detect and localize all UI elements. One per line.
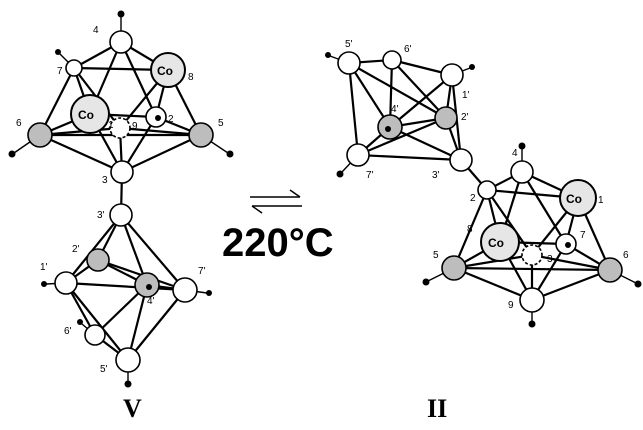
atom-label: 6' [404,44,412,55]
temperature-label: 220°C [222,221,334,265]
cobalt-label: Co [566,192,582,206]
cobalt-atom-1 [70,94,110,134]
cobalt-label: Co [488,236,504,250]
compound-label-v: V [123,394,142,423]
atom-label: 5' [100,364,108,375]
atom-6-prime [382,50,402,70]
hydrogen-atom [226,150,234,158]
atom-label: 1 [108,120,114,131]
atom-2-prime [86,248,110,272]
molecule-ii-labels: Co Co 5' 6' 1' 4' 2' 7' 3' 2 4 1 8 7 5 3… [345,39,629,311]
hydrogen-atom [634,280,642,288]
hydrogen-atom [8,150,16,158]
atom-6 [27,122,53,148]
hydrogen-atom [117,10,125,18]
atom-label: 3' [97,210,105,221]
equilibrium-arrows [250,189,302,214]
atom-label: 8 [188,72,194,83]
hydrogen-atom [325,52,331,58]
hydrogen-atom [41,281,47,287]
atom-7-prime [172,277,198,303]
atom-1-prime [54,271,78,295]
atom-label: 3 [102,175,108,186]
atom-9 [519,287,545,313]
hydrogen-atom [518,142,526,150]
atom-3-prime [109,203,133,227]
hydrogen-atom [336,170,344,178]
atom-2 [477,180,497,200]
atom-label: 2' [461,112,469,123]
cobalt-atom-8 [150,52,186,88]
atom-6 [597,257,623,283]
atom-label: 9 [132,121,138,132]
atom-label: 6 [16,118,22,129]
atom-4-prime-hydrogen [385,126,391,132]
atom-2-hydrogen [155,115,161,121]
atom-9 [109,117,131,139]
molecule-v-atoms [27,30,214,373]
atom-label: 6 [623,250,629,261]
cobalt-atom-8 [480,222,520,262]
molecule-v-labels: Co Co 4 7 8 1 9 2 6 5 3 3' 2' 1' 4' 7' 6… [16,25,224,375]
atom-label: 1' [462,90,470,101]
atom-label: 4 [93,25,99,36]
atom-5 [441,255,467,281]
molecule-ii-atoms [337,50,623,313]
atom-label: 5' [345,39,353,50]
atom-2-prime [434,106,458,130]
atom-7 [65,59,83,77]
cobalt-label: Co [157,64,173,78]
atom-label: 7 [57,66,63,77]
molecule-v-bonds [13,16,229,382]
atom-4-prime-hydrogen [146,284,152,290]
atom-6-prime [84,324,106,346]
cobalt-label: Co [78,108,94,122]
atom-label: 7' [198,266,206,277]
atom-label: 7' [366,170,374,181]
hydrogen-atom [124,380,132,388]
atom-label: 4 [512,148,518,159]
atom-label: 2' [72,244,80,255]
atom-label: 3 [547,254,553,265]
hydrogen-atom [469,64,475,70]
cobalt-atom-1 [559,179,597,217]
atom-5-prime [337,51,361,75]
atom-label: 3' [432,170,440,181]
molecule-ii-hydrogens [325,52,642,328]
atom-label: 8 [467,224,473,235]
atom-label: 7 [580,230,586,241]
atom-label: 1 [598,195,604,206]
atom-7-prime [346,143,370,167]
atom-label: 6' [64,326,72,337]
molecule-v: Co Co 4 7 8 1 9 2 6 5 3 3' 2' 1' 4' 7' 6… [8,10,234,388]
atom-3 [110,160,134,184]
atom-4 [510,160,534,184]
hydrogen-atom [77,319,83,325]
atom-label: 1' [40,262,48,273]
hydrogen-atom [206,290,212,296]
atom-7-hydrogen [565,242,571,248]
compound-label-ii: II [427,394,447,423]
atom-label: 2 [168,114,174,125]
hydrogen-atom [422,278,430,286]
hydrogen-atom [55,49,61,55]
atom-label: 9 [508,300,514,311]
atom-3 [521,244,543,266]
atom-4 [109,30,133,54]
hydrogen-atom [528,320,536,328]
atom-label: 2 [470,193,476,204]
molecule-ii: Co Co 5' 6' 1' 4' 2' 7' 3' 2 4 1 8 7 5 3… [325,39,642,328]
atom-label: 4' [147,296,155,307]
atom-5 [188,122,214,148]
atom-label: 5 [218,118,224,129]
atom-label: 4' [391,104,399,115]
atom-1-prime [440,63,464,87]
atom-5-prime [115,347,141,373]
molecule-v-hydrogens [8,10,234,388]
atom-3-prime [449,148,473,172]
atom-label: 5 [433,250,439,261]
